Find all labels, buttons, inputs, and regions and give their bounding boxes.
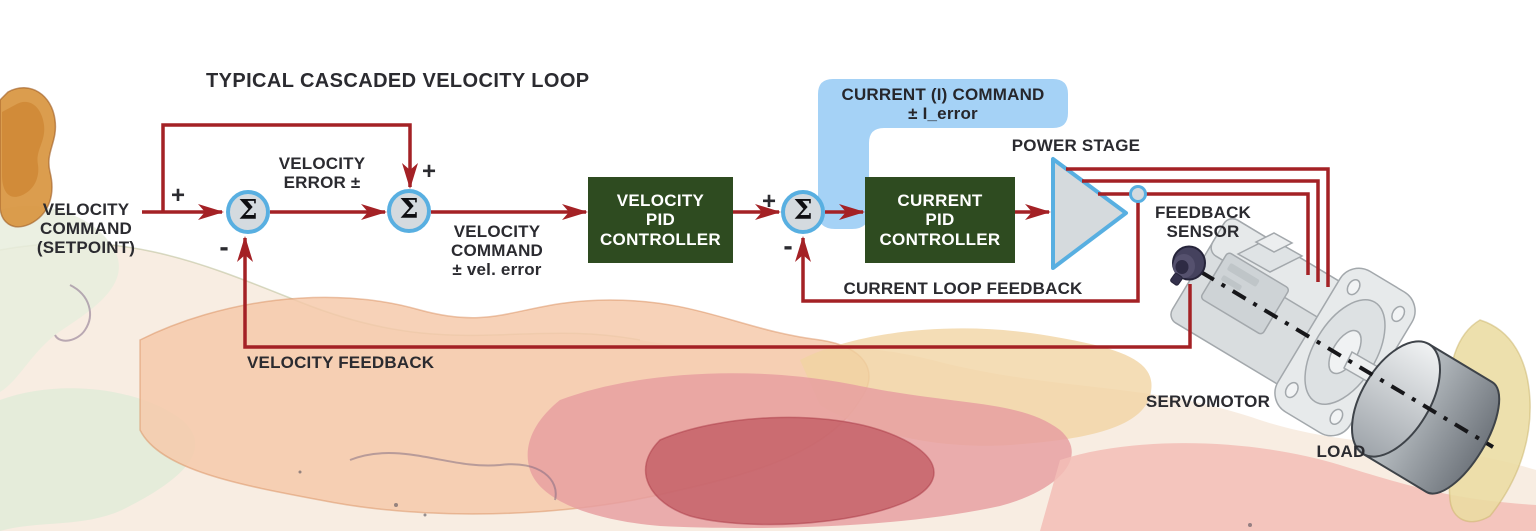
velocity-pid-block — [588, 177, 733, 263]
servomotor-label: SERVOMOTOR — [1145, 392, 1271, 411]
current-command-label: CURRENT (I) COMMAND ± I_error — [841, 85, 1045, 124]
current-command-highlight — [818, 79, 1068, 229]
wire-power-phase-2 — [1082, 179, 1320, 282]
velocity-feedback-label: VELOCITY FEEDBACK — [247, 353, 435, 372]
current-pid-block — [865, 177, 1015, 263]
load-graphic — [1351, 340, 1501, 495]
velocity-command-error-label: VELOCITY COMMAND ± vel. error — [450, 222, 544, 280]
current-loop-feedback-label: CURRENT LOOP FEEDBACK — [843, 279, 1083, 298]
feedback-sensor-label: FEEDBACK SENSOR — [1154, 203, 1252, 242]
sigma-symbol: Σ — [238, 195, 258, 226]
sigma-symbol: Σ — [793, 195, 813, 226]
wire-current-loop-feedback — [795, 200, 1140, 303]
summing-junction-2: Σ — [387, 189, 431, 233]
sigma-symbol: Σ — [399, 194, 419, 225]
sum3-minus-sign: - — [783, 230, 793, 261]
feedback-sensor-graphic — [1170, 245, 1206, 286]
power-stage-label: POWER STAGE — [1011, 136, 1141, 155]
wire-power-phase-3 — [1098, 192, 1310, 275]
velocity-error-label: VELOCITY ERROR ± — [278, 154, 366, 193]
shaft-axis-line — [1199, 270, 1495, 449]
velocity-pid-block-label: VELOCITY PID CONTROLLER — [599, 190, 722, 249]
wire-velocity-feedback — [237, 236, 1192, 349]
summing-junction-1: Σ — [226, 190, 270, 234]
power-stage-triangle — [1051, 157, 1128, 270]
diagram-title: TYPICAL CASCADED VELOCITY LOOP — [206, 70, 590, 92]
signal-wires — [142, 123, 1330, 349]
wire-power-phase-1 — [1066, 167, 1330, 287]
sum1-plus-sign: + — [170, 182, 186, 209]
wire-feedforward-branch — [161, 123, 418, 212]
sum1-minus-sign: - — [219, 231, 229, 262]
velocity-command-setpoint-label: VELOCITY COMMAND (SETPOINT) — [36, 200, 136, 258]
current-pid-block-label: CURRENT PID CONTROLLER — [879, 190, 1001, 249]
summing-junction-3: Σ — [781, 190, 825, 234]
power-stage-output-node — [1129, 185, 1147, 203]
load-label: LOAD — [1316, 442, 1366, 461]
sum3-plus-sign: + — [761, 188, 777, 215]
sum2-plus-sign: + — [421, 158, 437, 185]
